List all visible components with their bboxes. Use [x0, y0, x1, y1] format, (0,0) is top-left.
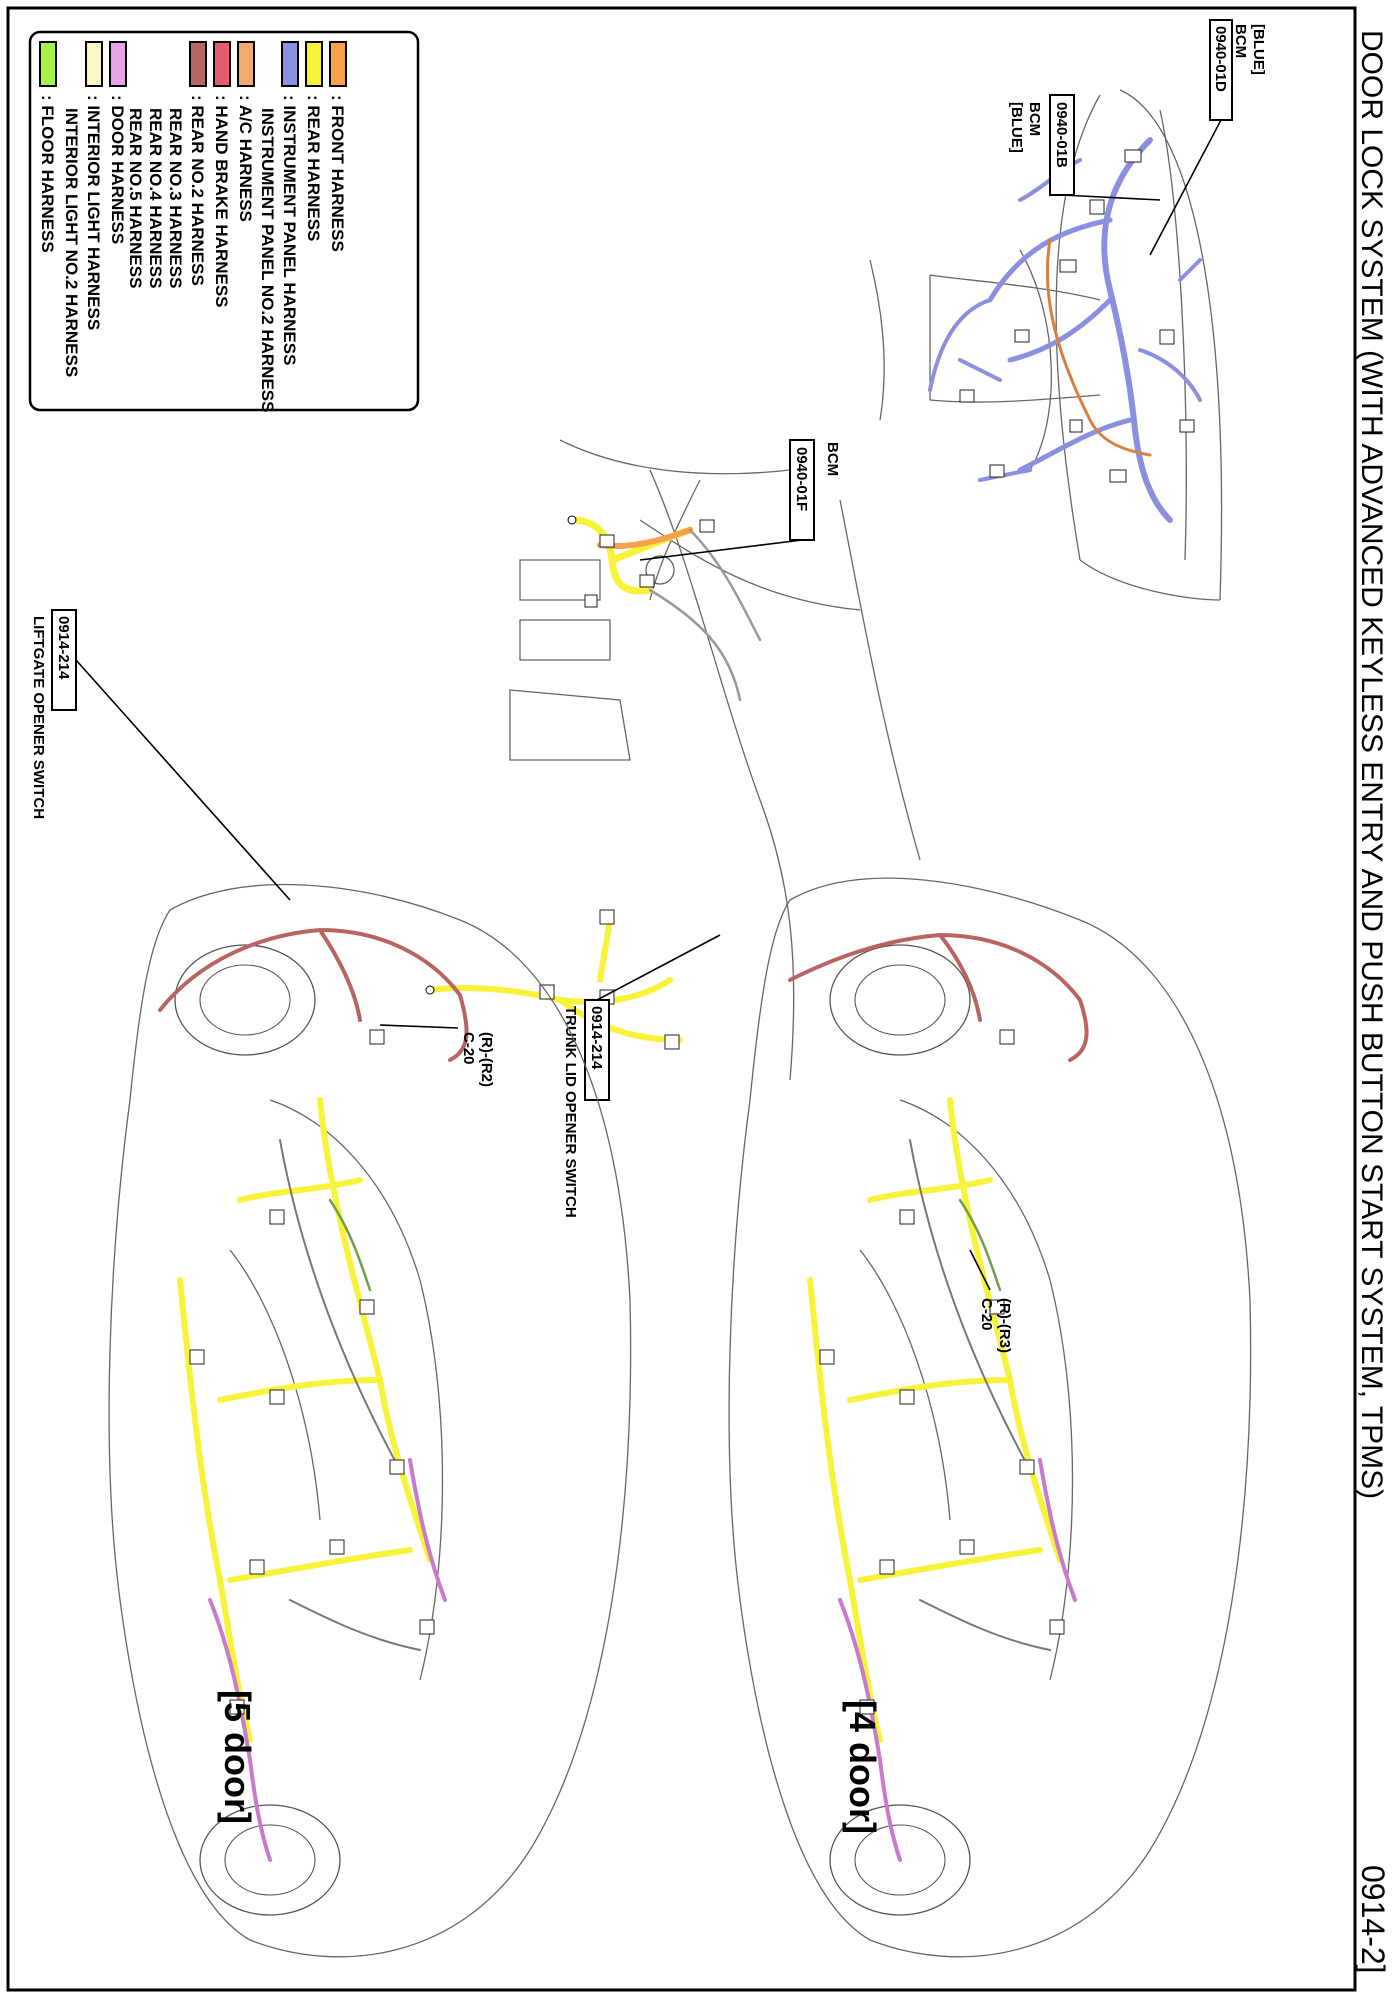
- connector-code-0940-01f: 0940-01F: [793, 447, 810, 511]
- legend-label-interior-light-harness: : INTERIOR LIGHT HARNESS: [84, 95, 103, 330]
- callout-trunk-lid-opener-switch: 0914-214 TRUNK LID OPENER SWITCH: [562, 934, 721, 1218]
- leader-0940-01f: [639, 539, 803, 561]
- swatch-interior-light-harness: [85, 41, 103, 87]
- callout-bcm-d-line1: [BLUE]: [1250, 24, 1267, 75]
- c20-5door-line1: (R)-(R2): [478, 1032, 495, 1087]
- legend-label-door-harness: : DOOR HARNESS: [108, 95, 127, 244]
- callout-bcm-b-line2: [BLUE]: [1008, 102, 1025, 153]
- page-frame: [6, 6, 1357, 1992]
- leader-c20-5door: [379, 1024, 459, 1029]
- harness-legend: : FRONT HARNESS : REAR HARNESS : INSTRUM…: [28, 30, 420, 412]
- swatch-rear-no2-harness: [189, 41, 207, 87]
- legend-label-rear-no5-harness: REAR NO.5 HARNESS: [126, 108, 145, 288]
- trunk-lid-opener-switch-label: TRUNK LID OPENER SWITCH: [562, 1006, 579, 1218]
- legend-label-instrument-panel-no2-harness: INSTRUMENT PANEL NO.2 HARNESS: [258, 108, 277, 412]
- connector-box-0940-01b: [1049, 94, 1075, 196]
- legend-label-front-harness: : FRONT HARNESS: [328, 95, 347, 252]
- callout-bcm-b-line1: BCM: [1026, 102, 1043, 136]
- c20-5door-line2: C-20: [460, 1032, 477, 1065]
- legend-label-hand-brake-harness: : HAND BRAKE HARNESS: [212, 95, 231, 308]
- five-door-label: [5 door]: [217, 1690, 258, 1824]
- leader-0914-214-liftgate: [75, 659, 291, 901]
- connector-box-0940-01f: [789, 439, 815, 541]
- callout-c20-4door: (R)-(R3) C-20: [969, 1249, 1013, 1353]
- legend-label-interior-light-no2-harness: INTERIOR LIGHT NO.2 HARNESS: [62, 108, 81, 377]
- c20-4door-line1: (R)-(R3): [996, 1298, 1013, 1353]
- callout-c20-5door: (R)-(R2) C-20: [379, 1024, 495, 1087]
- callout-bcm-d-line2: BCM: [1232, 24, 1249, 58]
- c20-4door-line2: C-20: [978, 1298, 995, 1331]
- callout-liftgate-opener-switch: 0914-214 LIFTGATE OPENER SWITCH: [30, 609, 291, 901]
- page-title: DOOR LOCK SYSTEM (WITH ADVANCED KEYLESS …: [1355, 30, 1388, 1499]
- leader-0940-01b: [1061, 194, 1161, 201]
- instrument-panel-illustration: [869, 89, 1223, 601]
- callout-bcm-0940-01d: [BLUE] BCM 0940-01D: [1149, 19, 1267, 256]
- legend-label-rear-no2-harness: : REAR NO.2 HARNESS: [188, 95, 207, 286]
- callout-bcm-0940-01f: BCM 0940-01F: [639, 439, 841, 561]
- swatch-instrument-panel-harness: [281, 41, 299, 87]
- swatch-rear-harness: [305, 41, 323, 87]
- connector-code-0940-01d: 0940-01D: [1212, 26, 1229, 92]
- swatch-ac-harness: [237, 41, 255, 87]
- legend-label-rear-no3-harness: REAR NO.3 HARNESS: [166, 108, 185, 288]
- liftgate-opener-switch-label: LIFTGATE OPENER SWITCH: [30, 616, 47, 819]
- leader-0914-214-trunk: [596, 934, 721, 1001]
- four-door-label: [4 door]: [842, 1700, 883, 1834]
- swatch-hand-brake-harness: [213, 41, 231, 87]
- swatch-front-harness: [329, 41, 347, 87]
- connector-code-0914-214-liftgate: 0914-214: [55, 616, 72, 680]
- connector-code-0914-214-trunk: 0914-214: [588, 1006, 605, 1070]
- floor-front-illustration: [425, 439, 921, 1081]
- four-door-vehicle: [728, 877, 1252, 1958]
- legend-label-instrument-panel-harness: : INSTRUMENT PANEL HARNESS: [280, 95, 299, 365]
- connector-box-0914-214-liftgate: [51, 609, 77, 711]
- page-number: 0914-2]: [1355, 1865, 1391, 1974]
- legend-box: [28, 30, 420, 412]
- legend-label-floor-harness: : FLOOR HARNESS: [38, 95, 57, 253]
- legend-label-rear-harness: : REAR HARNESS: [304, 95, 323, 241]
- legend-label-ac-harness: : A/C HARNESS: [236, 95, 255, 222]
- swatch-door-harness: [109, 41, 127, 87]
- five-door-vehicle: [108, 883, 632, 1958]
- leader-0940-01d: [1149, 119, 1222, 256]
- callout-bcm-f-line1: BCM: [824, 442, 841, 476]
- leader-c20-4door: [969, 1249, 991, 1291]
- callout-bcm-0940-01b: 0940-01B BCM [BLUE]: [1008, 94, 1161, 201]
- connector-code-0940-01b: 0940-01B: [1053, 102, 1070, 168]
- swatch-floor-harness: [39, 41, 57, 87]
- legend-label-rear-no4-harness: REAR NO.4 HARNESS: [146, 108, 165, 288]
